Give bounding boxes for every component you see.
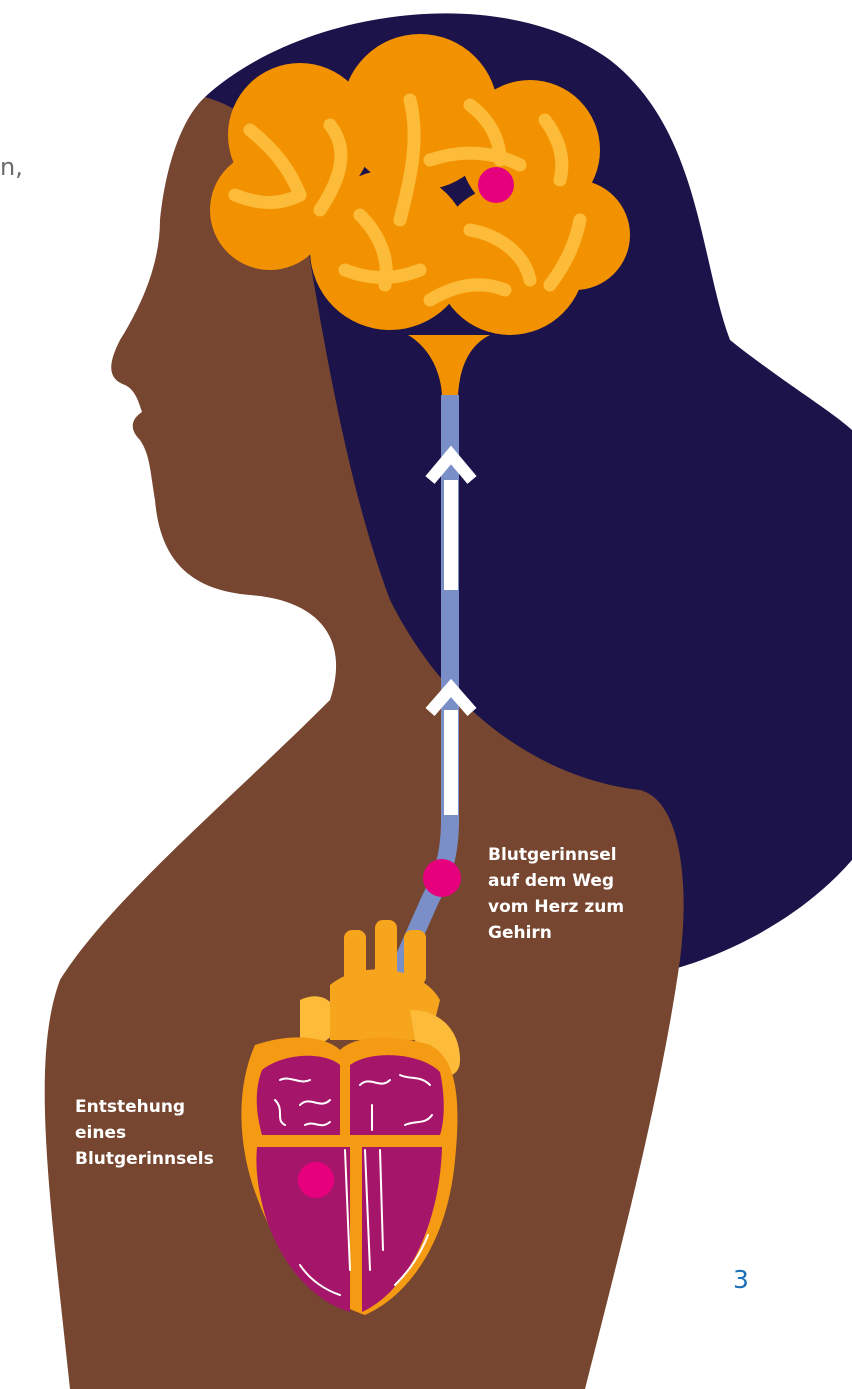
blood-clot-icon [423, 859, 461, 897]
label-clot-formation: Entstehung eines Blutgerinnsels [75, 1094, 214, 1172]
blood-clot-icon [298, 1162, 334, 1198]
label-clot-in-transit: Blutgerinnsel auf dem Weg vom Herz zum G… [488, 842, 624, 946]
blood-clot-icon [478, 167, 514, 203]
page-number: 3 [733, 1265, 749, 1294]
